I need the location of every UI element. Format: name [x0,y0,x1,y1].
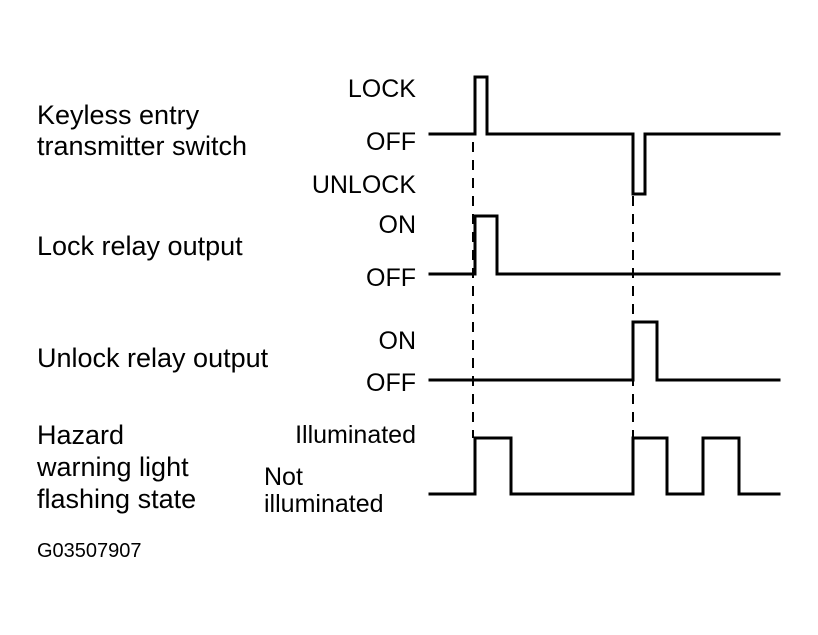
state-label-lock: LOCK [348,75,416,103]
figure-code: G03507907 [37,540,142,562]
state-label-off: OFF [366,264,416,292]
signal-label-lock-relay: Lock relay output [37,231,243,261]
signal-label-line: Lock relay output [37,231,243,261]
state-label-not-illuminated: illuminated [264,490,384,518]
state-label-illuminated: Illuminated [295,421,416,449]
waveform-hazard [428,436,781,496]
state-label-off: OFF [366,369,416,397]
state-label-off: OFF [366,128,416,156]
signal-label-hazard: Hazard warning light flashing state [36,420,196,514]
signal-label-line: transmitter switch [37,131,247,161]
state-label-unlock: UNLOCK [312,171,417,199]
signal-label-line: Hazard [37,420,124,450]
signal-label-line: Keyless entry [37,100,200,130]
state-label-on: ON [379,327,417,355]
signal-label-keyless-entry: Keyless entry transmitter switch [37,100,247,161]
signal-label-line: Unlock relay output [37,343,269,373]
waveform-lock-relay [428,214,781,276]
waveform-unlock-relay [428,320,781,382]
signal-label-line: warning light [36,452,189,482]
signal-label-line: flashing state [37,484,196,514]
state-label-on: ON [379,211,417,239]
waveform-keyless-entry [428,75,781,196]
state-label-not: Not [264,463,303,491]
signal-label-unlock-relay: Unlock relay output [37,343,269,373]
